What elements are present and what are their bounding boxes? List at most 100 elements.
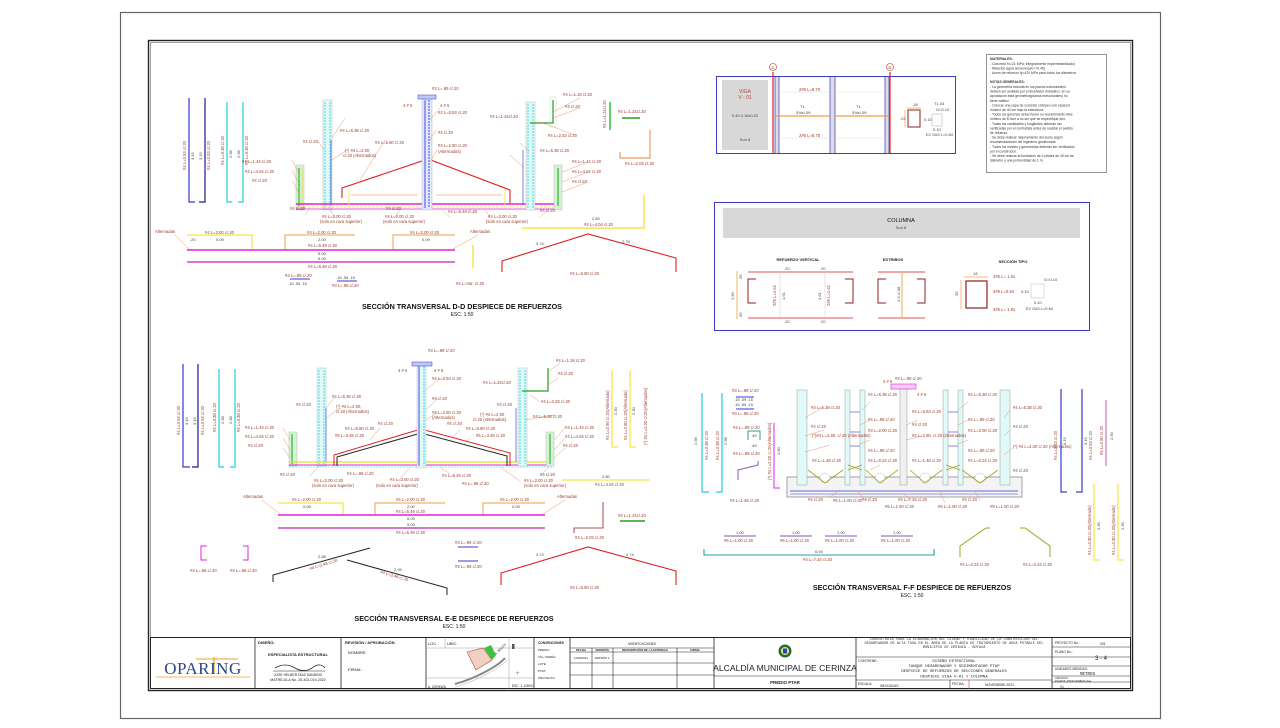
ff-a12: #4 L=2.80, c/.20 (Alternados) bbox=[912, 433, 967, 438]
dd-l7: c/.20 (Alternados) bbox=[343, 153, 377, 158]
designer-label: DISEÑÓ: bbox=[258, 640, 275, 645]
notes-general-line: - Todas las cantidades y longitudes debe… bbox=[990, 122, 1063, 126]
notes-material: - Concreto f'c=21 MPa; Integralmente imp… bbox=[990, 62, 1075, 66]
dd-b3: (solo en cara superior) bbox=[320, 219, 362, 224]
viga-span2b: 3%c/.09 bbox=[852, 110, 867, 115]
mod-row-version: VERSIÓN 1 bbox=[595, 655, 610, 660]
notes-general-line: mínimo de 5.0cm a no ser que se especifi… bbox=[990, 117, 1066, 121]
designer-license: MATRÍCULA No. 25-402-019-2022 bbox=[270, 678, 325, 682]
ff-a5: #4 L=5.38 c/.20 bbox=[868, 392, 898, 397]
ee-l1: #4 L=1.44 c/.20 bbox=[245, 425, 275, 430]
ee-k1: #4 L=.88 c/.20 bbox=[190, 568, 217, 573]
ff-e2: #4 L=7.34 c/.20 bbox=[803, 557, 833, 562]
map-ubic-label: UBIC. bbox=[447, 641, 458, 646]
axis-c: C bbox=[772, 65, 775, 70]
dd-l4: #4 L=5.38 c/.20 bbox=[340, 128, 370, 133]
designer-signature bbox=[274, 664, 326, 671]
ee-b6: (solo en cara superior) bbox=[376, 483, 418, 488]
dd-b9: #4 L=2.00 c/.20 bbox=[488, 214, 518, 219]
ee-b3: (solo en cara superior) bbox=[312, 483, 354, 488]
dd-r1b: 0.09 bbox=[216, 237, 225, 242]
ee-l11: #4 c/.20 bbox=[447, 421, 463, 426]
dd-alt1: Alternadas bbox=[155, 229, 175, 234]
mod-col-date: FECHA bbox=[576, 648, 587, 652]
ee-r1: #4 L=2.00 c/.20 bbox=[292, 497, 322, 502]
dd-r1: #4 L=2.00 c/.20 bbox=[205, 230, 235, 235]
ee-c1: 4 # 5 bbox=[398, 368, 408, 373]
ff-left-bars: 2.98 #4 L=3.38 c/.20 #4 L=3.38 c/.20 2.9… bbox=[693, 388, 781, 503]
ee-b10: #4 L=2.00 c/.20 bbox=[524, 478, 554, 483]
columna-count: Son 8 bbox=[896, 225, 907, 230]
version-value: V1 bbox=[1060, 685, 1064, 689]
ee-l12: #4 L=5.80 c/.20 bbox=[466, 426, 496, 431]
ee-c3: #4 L=0.53 c/.20 bbox=[432, 376, 462, 381]
ee-y4: #4 L=2.90 c/.20(Alternado) bbox=[623, 390, 628, 440]
notes-general-line: - La geometría incluida en los planos es… bbox=[990, 85, 1066, 89]
mod-row-date: 11/09/2021 bbox=[574, 656, 588, 660]
dd-l25: #3 L=.89 c/.20 bbox=[432, 86, 459, 91]
scale-value: INDICADAS bbox=[880, 684, 899, 688]
viga-span2: T1 bbox=[856, 104, 861, 109]
content-line: TANQUE DESARENADOR Y SEDIMENTADOR PTAP bbox=[908, 665, 1000, 669]
ee-r4: 5.09 bbox=[407, 516, 416, 521]
ff-c1: 4 # 5 bbox=[883, 379, 893, 384]
ff-d8: #5 L=1.00 c/.20 bbox=[881, 538, 911, 543]
ff-b4: #5 L=1.00 c/.20 bbox=[885, 504, 915, 509]
map-cerinza-label: A. CERINZA bbox=[428, 685, 447, 689]
ee-v4: #4 L=3.53 c/.20 bbox=[200, 405, 205, 435]
dd-g4: #4 L=Var. c/.20 bbox=[456, 281, 485, 286]
columna-s7: E2 G#3 L=0.64 bbox=[1026, 306, 1054, 311]
dd-r3a: 0.09 bbox=[422, 237, 431, 242]
notes-general-line: diámetro y una profundidad de 1 m. bbox=[990, 159, 1044, 163]
ee-b2: #4 L=2.00 c/.20 bbox=[314, 478, 344, 483]
notes-general-line: - Todos los niveles y geometrías deberán… bbox=[990, 145, 1075, 149]
ff-a3: (*)#4 L=2.80, c/.20 (Alternados) bbox=[812, 433, 871, 438]
ff-w8: #3 L=.89 c/.20 bbox=[732, 411, 759, 416]
ff-x9: 2.30 bbox=[1120, 521, 1125, 530]
north-cross-icon: + bbox=[515, 670, 520, 677]
ff-a16: #3 L=2.00 c/.20 bbox=[968, 428, 998, 433]
ee-l6: (*) #4 L=2.00, bbox=[336, 404, 362, 409]
ee-top: #3 L=.89 c/.20 bbox=[428, 348, 455, 353]
dd-r4: 5.09 bbox=[318, 251, 327, 256]
ee-l19: (*) #4 L=2.00 bbox=[480, 412, 505, 417]
ff-a6: #4 L=.89 c/.20 bbox=[868, 417, 895, 422]
ff-b6: #5 L=1.00 c/.20 bbox=[938, 504, 968, 509]
columna-detail: COLUMNA Son 8 REFUERZO VERTICAL ESTRIBOS… bbox=[714, 202, 1090, 331]
ff-a22: #4 c/.20 bbox=[1013, 468, 1029, 473]
columna-h2: .35 bbox=[738, 274, 743, 280]
dd-l10: #4 c/.20 bbox=[438, 130, 454, 135]
dd-r3: #4 L=2.00 c/.20 bbox=[410, 230, 440, 235]
ee-m1: 2.88 bbox=[318, 554, 327, 559]
notes-general-line: - Colocar una capa de concreto ciclópeo … bbox=[990, 103, 1071, 107]
ff-w1: #4 L=3.38 c/.20 bbox=[704, 430, 709, 460]
columna-s3: 2#5 L= 1.91 bbox=[993, 307, 1016, 312]
dd-v4: #4 L=3.53 c/.20 bbox=[206, 140, 211, 170]
columna-s6: 0.10 bbox=[1034, 300, 1043, 305]
ee-v7: 2.98 bbox=[228, 415, 233, 424]
notes-general-line: aprobación esta geometría(planos estruct… bbox=[990, 94, 1068, 98]
dd-b6: (solo en cara superior) bbox=[383, 219, 425, 224]
project-desc-block: CONSULTORIA PARA LA ELABORACIÓN DEL DISE… bbox=[856, 638, 1130, 689]
columna-s4: G=0.10 bbox=[1044, 277, 1058, 282]
designer-name: JOSE HELBER DIAZ SANDINO bbox=[274, 673, 323, 677]
notes-general-line: deberá ser avalada por el diseñador hidr… bbox=[990, 90, 1070, 94]
viga-bottom-bar: 2#5 L=6.70 bbox=[799, 133, 821, 138]
ee-small-pieces: #4 L=.88 c/.20 #4 L=.88 c/.20 2.88 #4 L=… bbox=[190, 370, 677, 595]
ee-v2: 3.15 bbox=[184, 416, 189, 425]
dd-tank-section: #4 L=1.44 c/.20 #4 L=4.04 c/.20 #4 c/.20… bbox=[242, 86, 602, 224]
convention-item: PROYECTO bbox=[538, 676, 555, 680]
ff-a10: #4 L=5.53 c/.20 bbox=[912, 409, 942, 414]
columna-s5: 0.10 bbox=[1021, 289, 1030, 294]
dd-l5: #4 c/.20 bbox=[303, 139, 319, 144]
ee-s1: #3 L=.89 c/.20 bbox=[455, 540, 482, 545]
ee-l7: c/.20 (Alternados) bbox=[336, 409, 370, 414]
ee-b7: #4 L=5.49 c/.20 bbox=[442, 473, 472, 478]
ee-alt1: Alternadas bbox=[243, 494, 263, 499]
units-label: UNIDADES MEDIDAS: bbox=[1055, 667, 1088, 671]
ff-x8: 2.30 bbox=[1096, 521, 1101, 530]
notes-general-line: recomendaciones del ingeniero geotecnist… bbox=[990, 140, 1056, 144]
dd-l23: 4 # 5 bbox=[403, 103, 413, 108]
dd-scale: ESC. 1:50 bbox=[451, 312, 474, 318]
ee-v1: #4 L=3.53 c/.20 bbox=[176, 405, 181, 435]
